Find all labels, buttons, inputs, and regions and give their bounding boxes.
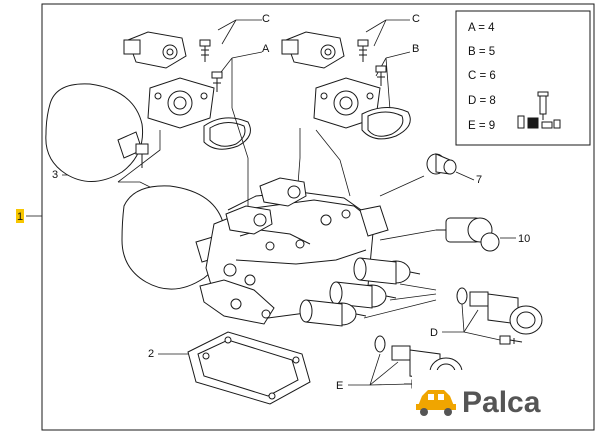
- callout-d: D: [430, 327, 438, 339]
- palca-logo: Palca: [412, 370, 588, 420]
- legend-item-c: C = 6: [468, 70, 496, 82]
- callout-1: 1: [17, 211, 23, 223]
- o-ring-e: [374, 335, 386, 353]
- legend-item-e: E = 9: [468, 120, 495, 132]
- callout-a: A: [262, 43, 270, 55]
- screw-c-right: [357, 39, 369, 62]
- pressure-sensor-left: [123, 31, 187, 69]
- screw-b: [375, 65, 387, 86]
- gasket-a: [203, 117, 251, 150]
- diagram-frame: [41, 3, 595, 431]
- gasket-2: [187, 331, 311, 405]
- solenoid-block-3: [299, 299, 367, 327]
- palca-logo-text: Palca: [462, 386, 541, 419]
- legend-clip-icon: [517, 115, 561, 129]
- callout-e: E: [336, 380, 343, 392]
- legend-item-d: D = 8: [468, 95, 496, 107]
- car-icon: [416, 390, 456, 416]
- callout-c-left: C: [262, 13, 270, 25]
- callout-10: 10: [518, 233, 530, 245]
- screw-c-left: [199, 39, 211, 62]
- screw-a: [211, 71, 223, 92]
- solenoid-block-1: [353, 257, 421, 285]
- o-ring-d: [456, 287, 468, 305]
- pressure-sensor-right: [281, 31, 345, 69]
- callout-c-right: C: [412, 13, 420, 25]
- legend-item-b: B = 5: [468, 46, 495, 58]
- callout-b: B: [412, 43, 419, 55]
- sensor-10: [436, 217, 500, 252]
- valve-plate-left: [147, 77, 215, 129]
- callout-1-highlight: [16, 209, 24, 223]
- boot-7: [426, 153, 457, 175]
- callout-3: 3: [52, 169, 58, 181]
- gasket-b: [361, 107, 411, 140]
- legend-item-a: A = 4: [468, 22, 495, 34]
- callout-7: 7: [476, 174, 482, 186]
- callout-2: 2: [148, 348, 154, 360]
- screw-d: [499, 335, 523, 345]
- solenoid-d: [469, 291, 543, 335]
- legend-box: A = 4 B = 5 C = 6 D = 8 E = 9: [455, 10, 591, 146]
- legend-solenoid-icon: [537, 91, 549, 120]
- accumulator-upper: [45, 83, 149, 182]
